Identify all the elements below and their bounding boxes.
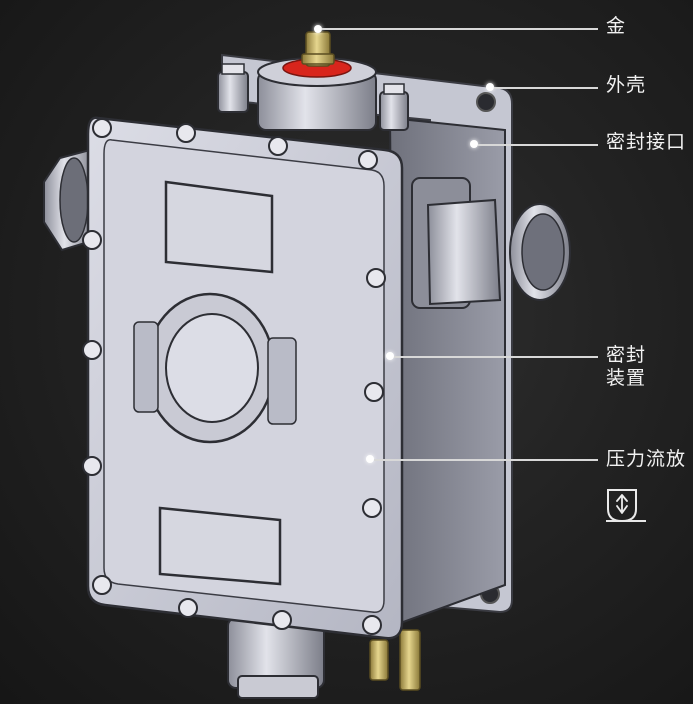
callout-label-pressure-release: 压力流放 <box>606 448 687 470</box>
front-cover <box>82 116 404 640</box>
callout-line-shell <box>494 87 598 89</box>
callout-dot-seal-device <box>386 352 394 360</box>
callout-label-seal-port: 密封接口 <box>606 131 687 153</box>
left-cable-gland <box>43 148 97 252</box>
callout-line-pressure-release <box>374 459 598 461</box>
top-housing <box>217 31 409 131</box>
callout-label-seal-device: 密封 装置 <box>606 344 647 389</box>
callout-line-seal-device <box>394 356 598 358</box>
callout-label-gold: 金 <box>606 15 627 37</box>
callout-dot-shell <box>486 83 494 91</box>
callout-line-seal-port <box>478 144 598 146</box>
bottom-fittings <box>227 617 421 699</box>
callout-dot-pressure-release <box>366 455 374 463</box>
release-underline <box>606 520 646 522</box>
callout-dot-gold <box>314 25 322 33</box>
callout-label-shell: 外壳 <box>606 74 647 96</box>
callout-dot-seal-port <box>470 140 478 148</box>
callout-line-gold <box>322 28 598 30</box>
right-cable-gland <box>411 177 571 309</box>
